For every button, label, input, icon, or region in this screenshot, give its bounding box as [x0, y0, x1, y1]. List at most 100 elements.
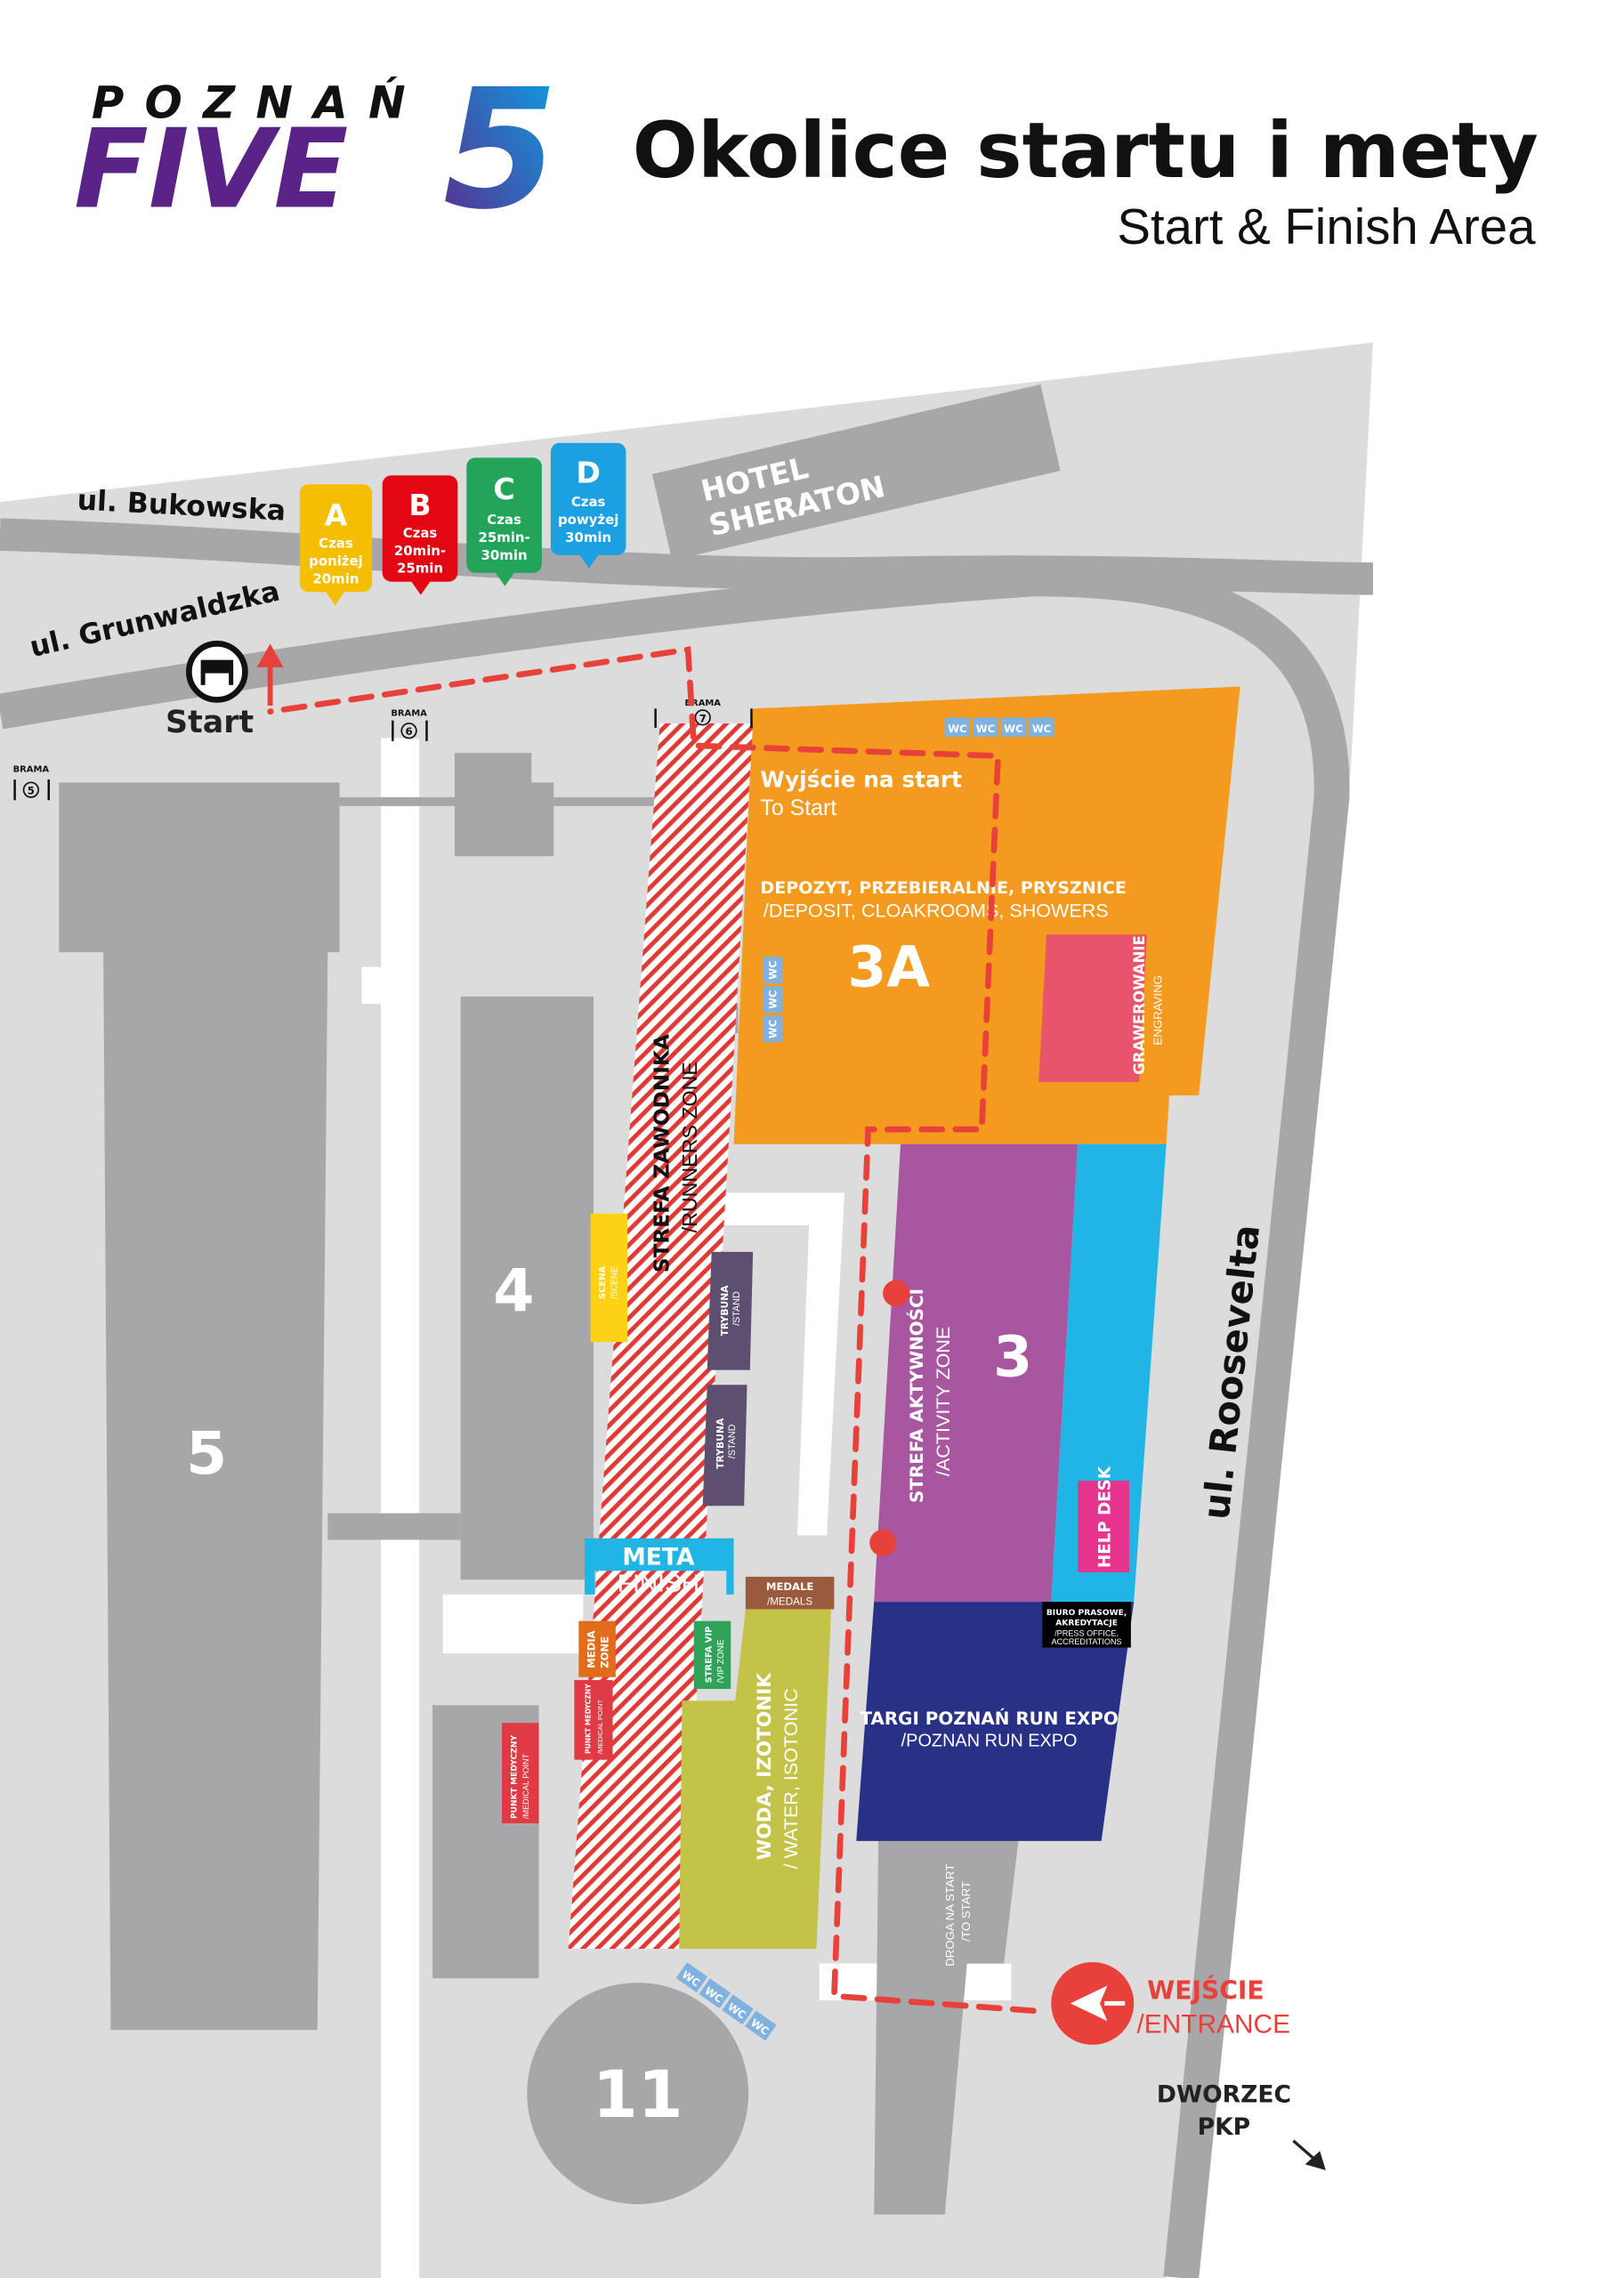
- corral-a-text-3: 20min: [312, 570, 359, 586]
- corral-a: A Czas poniżej 20min: [299, 484, 373, 606]
- corral-c-text-3: 30min: [481, 547, 528, 563]
- expo-label: TARGI POZNAŃ RUN EXPO: [860, 1708, 1118, 1729]
- runners-zone-label-en: /RUNNERS ZONE: [678, 1062, 701, 1232]
- to-start-label-en: /TO START: [959, 1881, 973, 1942]
- engraving-label-en: ENGRAVING: [1151, 975, 1165, 1046]
- logo: POZNAŃ FIVE 5: [74, 53, 558, 246]
- start-arrow-icon: [256, 643, 284, 707]
- activity-entry-marker-1: [883, 1280, 909, 1307]
- exit-start-label: Wyjście na start: [760, 766, 962, 792]
- logo-poznan: POZNAŃ: [92, 77, 426, 129]
- gate-7: BRAMA 7: [654, 699, 753, 728]
- page-title: Okolice startu i mety: [633, 107, 1539, 196]
- vip-label: STREFA VIP: [705, 1627, 715, 1684]
- activity-entry-marker-2: [869, 1529, 897, 1556]
- media-zone: MEDIA ZONE: [578, 1620, 616, 1677]
- train-station-pointer: DWORZEC PKP: [1157, 2081, 1326, 2170]
- to-start-label: DROGA NA START: [943, 1864, 957, 1967]
- activity-zone-label: STREFA AKTYWNOŚCI: [906, 1288, 927, 1503]
- medical-point-west: PUNKT MEDYCZNY /MEDICAL POINT: [502, 1723, 539, 1823]
- expo-hall: [856, 1602, 1135, 1841]
- stand-2-label: TRYBUNA: [715, 1418, 726, 1469]
- medical-1-label-en: /MEDICAL POINT: [596, 1700, 604, 1754]
- press-label-4: ACCREDITATIONS: [1052, 1637, 1122, 1646]
- corral-d-text-2: powyżej: [558, 512, 618, 528]
- medals-label: MEDALE: [766, 1580, 814, 1593]
- gate-6: BRAMA 6: [391, 709, 428, 741]
- entrance-label: WEJŚCIE: [1147, 1975, 1264, 2005]
- medical-point-finish: PUNKT MEDYCZNY /MEDICAL POINT: [574, 1680, 613, 1760]
- corral-a-text-2: poniżej: [309, 553, 363, 569]
- press-label-1: BIURO PRASOWE,: [1046, 1609, 1127, 1618]
- corral-c: C Czas 25min- 30min: [466, 457, 542, 586]
- road-grunwaldzka: [0, 561, 1035, 730]
- engraving-zone: GRAWEROWANIE ENGRAVING: [1038, 934, 1165, 1083]
- gate-6-number: 6: [406, 725, 413, 738]
- finish-label: META: [622, 1544, 695, 1571]
- gate-6-label: BRAMA: [391, 709, 427, 719]
- press-label-2: AKREDYTACJE: [1055, 1620, 1118, 1628]
- gate-5-number: 5: [28, 785, 35, 797]
- hall-3a-label: 3A: [847, 933, 930, 999]
- hall-3-activity: [874, 1143, 1079, 1603]
- water-label: WODA, IZOTONIK: [754, 1672, 776, 1861]
- corral-b-text-2: 20min-: [394, 543, 446, 559]
- corral-d: D Czas powyżej 30min: [550, 442, 626, 569]
- runners-zone-label: STREFA ZAWODNIKA: [650, 1034, 675, 1272]
- route-to-start: [267, 646, 1037, 2015]
- corral-c-text-1: Czas: [487, 512, 521, 528]
- press-office: BIURO PRASOWE, AKREDYTACJE /PRESS OFFICE…: [1042, 1602, 1131, 1648]
- hotel-sheraton: HOTEL SHERATON: [651, 384, 1061, 561]
- corral-b-text-1: Czas: [403, 525, 438, 541]
- gate-5: BRAMA 5: [13, 765, 50, 801]
- wc-icon: WC: [767, 990, 780, 1009]
- medals-point: MEDALE /MEDALS: [745, 1576, 835, 1610]
- road-bukowska: [0, 518, 1373, 595]
- station-label-1: DWORZEC: [1157, 2081, 1291, 2109]
- corral-d-letter: D: [576, 456, 601, 490]
- corral-c-text-2: 25min-: [478, 529, 529, 545]
- buildings: [59, 753, 1019, 2215]
- wc-icon: WC: [1032, 723, 1051, 735]
- scene-label-en: /SCENE: [610, 1266, 620, 1299]
- logo-digit: 5: [443, 53, 558, 246]
- corral-d-text-1: Czas: [571, 494, 606, 510]
- corral-b-text-3: 25min: [397, 561, 443, 577]
- stand-1-label-en: /STAND: [731, 1291, 742, 1326]
- corral-a-text-1: Czas: [319, 536, 353, 552]
- corral-c-letter: C: [493, 472, 514, 506]
- medical-2-label-en: /MEDICAL POINT: [521, 1754, 530, 1819]
- scene-label: SCENA: [598, 1265, 608, 1299]
- vip-label-en: /VIP ZONE: [716, 1639, 726, 1683]
- logo-five: FIVE: [74, 105, 348, 232]
- wc-icon: WC: [948, 723, 966, 735]
- corral-d-text-3: 30min: [565, 529, 611, 545]
- vip-zone: STREFA VIP /VIP ZONE: [693, 1620, 731, 1690]
- finish-label-en: FINISH: [618, 1569, 699, 1597]
- help-desk-label: HELP DESK: [1096, 1466, 1115, 1568]
- wc-group-bottom: WC WC WC WC: [675, 1962, 777, 2041]
- press-label-3: /PRESS OFFICE,: [1054, 1628, 1119, 1637]
- engraving-label: GRAWEROWANIE: [1131, 935, 1148, 1075]
- arrow-down-right-icon: [1292, 2139, 1326, 2170]
- bench-icon: [200, 659, 234, 674]
- building-5-label: 5: [186, 1418, 227, 1488]
- road-roosevelta: [1033, 561, 1350, 2278]
- gate-7-label: BRAMA: [684, 699, 721, 708]
- stand-1: TRYBUNA /STAND: [707, 1251, 754, 1370]
- gate-7-number: 7: [699, 712, 707, 724]
- gate-5-label: BRAMA: [13, 765, 50, 775]
- wc-icon: WC: [767, 1020, 780, 1038]
- expo-label-en: /POZNAN RUN EXPO: [901, 1732, 1078, 1751]
- wc-icon: WC: [767, 960, 780, 979]
- scene: SCENA /SCENE: [590, 1213, 628, 1343]
- media-label-2: ZONE: [599, 1636, 611, 1668]
- water-zone: [679, 1609, 832, 1950]
- building-4-label: 4: [493, 1256, 534, 1325]
- activity-zone-label-en: /ACTIVITY ZONE: [932, 1327, 954, 1476]
- help-desk: HELP DESK: [1078, 1466, 1130, 1572]
- walkways: [361, 738, 1012, 2278]
- page-subtitle: Start & Finish Area: [1117, 198, 1536, 254]
- stand-1-label: TRYBUNA: [719, 1285, 731, 1337]
